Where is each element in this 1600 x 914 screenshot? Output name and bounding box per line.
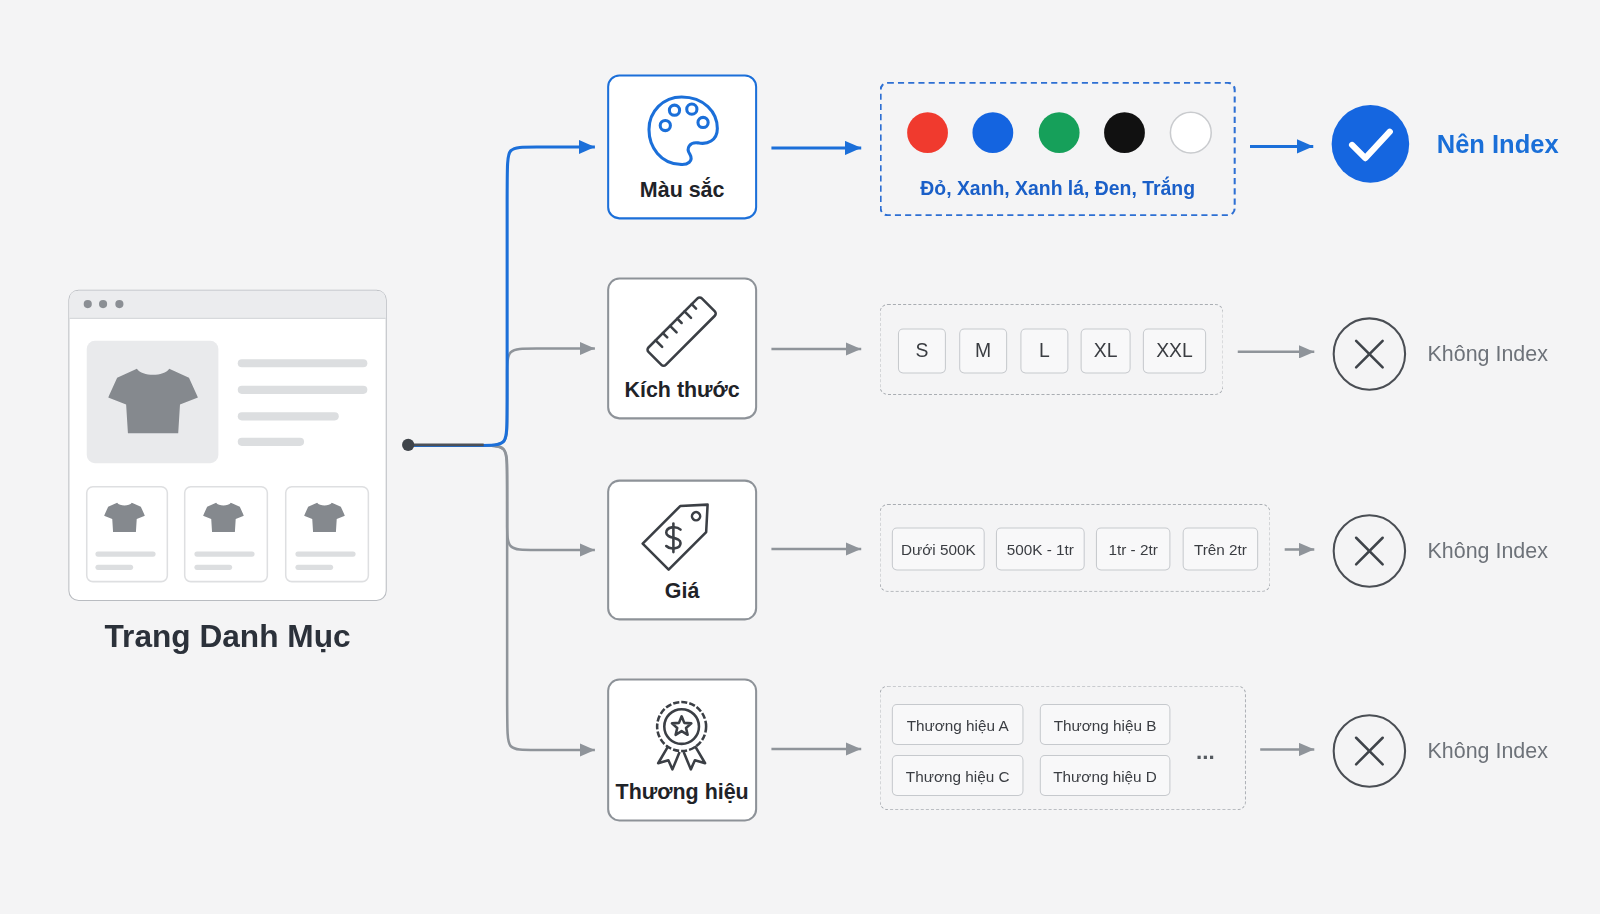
option-pill: Thương hiệu C	[892, 755, 1024, 796]
node-label: L	[1039, 340, 1050, 362]
trunk-line	[408, 444, 484, 447]
option-pill: Thương hiệu A	[892, 704, 1024, 745]
node-label: S	[915, 340, 928, 362]
node-label: XXL	[1156, 340, 1193, 362]
palette-icon	[649, 97, 717, 165]
node-label: Không Index	[1428, 539, 1548, 563]
node-label: 500K - 1tr	[1007, 540, 1074, 557]
flow-arrow	[408, 445, 595, 550]
option-pill: S	[898, 329, 946, 374]
node-label: Nên Index	[1437, 129, 1559, 159]
flow-arrow	[771, 548, 861, 551]
index-no-circle: Không Index	[1333, 317, 1406, 390]
option-pill: L	[1020, 329, 1068, 374]
node-label: Trên 2tr	[1194, 540, 1247, 557]
browser-illustration	[69, 291, 385, 582]
node-label: Không Index	[1428, 342, 1548, 366]
node-label: Đỏ, Xanh, Xanh lá, Đen, Trắng	[920, 178, 1195, 200]
category-box: Giá	[607, 480, 757, 621]
flow-arrow	[1260, 748, 1314, 751]
badge-icon	[657, 702, 706, 769]
flow-arrow	[1238, 351, 1315, 354]
flow-arrow	[771, 748, 861, 751]
option-group: Dưới 500K 500K - 1tr 1tr - 2tr Trên 2tr	[880, 504, 1271, 592]
option-pill: 500K - 1tr	[996, 528, 1085, 571]
option-group: S M L XL XXL	[880, 304, 1224, 395]
option-pill: XXL	[1143, 329, 1206, 374]
page-window: Trang Danh Mục	[68, 290, 386, 601]
node-label: Thương hiệu A	[907, 716, 1009, 733]
junction-dot	[402, 439, 414, 451]
node-label: 1tr - 2tr	[1108, 540, 1157, 557]
node-label: M	[975, 340, 991, 362]
price-tag-icon	[643, 492, 721, 570]
option-group: Thương hiệu A Thương hiệu B Thương hiệu C T…	[880, 686, 1246, 810]
node-label: Không Index	[1428, 739, 1548, 763]
node-label: Giá	[665, 579, 700, 603]
flow-arrow	[408, 147, 595, 445]
category-box: Màu sắc	[607, 74, 757, 219]
index-no-circle: Không Index	[1333, 714, 1406, 787]
color-swatches	[907, 112, 1211, 153]
check-symbol	[1352, 132, 1390, 159]
node-label: Thương hiệu D	[1053, 767, 1157, 784]
index-no-circle: Không Index	[1333, 514, 1406, 587]
node-label: Thương hiệu B	[1054, 716, 1157, 733]
node-label: Trang Danh Mục	[29, 618, 427, 655]
flow-arrow	[1285, 548, 1315, 551]
ruler-icon	[646, 296, 717, 367]
cross-symbols	[1356, 341, 1383, 764]
flow-arrow	[408, 348, 595, 445]
flow-arrow	[408, 445, 595, 750]
option-pill: Thương hiệu D	[1040, 755, 1171, 796]
option-pill: 1tr - 2tr	[1096, 528, 1170, 571]
flow-arrow	[771, 146, 861, 149]
index-yes-circle: Nên Index	[1332, 105, 1410, 183]
node-label: Kích thước	[624, 378, 739, 402]
category-box: Thương hiệu	[607, 679, 757, 822]
flow-arrow	[771, 348, 861, 351]
option-pill: M	[959, 329, 1007, 374]
option-group: Đỏ, Xanh, Xanh lá, Đen, Trắng	[880, 82, 1236, 217]
node-label: Thương hiệu	[616, 780, 749, 804]
ellipsis-label: ...	[1196, 739, 1215, 766]
node-label: Màu sắc	[640, 178, 725, 202]
option-pill: Thương hiệu B	[1040, 704, 1171, 745]
flow-arrow	[1250, 145, 1313, 148]
option-pill: Dưới 500K	[892, 528, 985, 571]
node-label: Dưới 500K	[901, 540, 976, 557]
option-pill: XL	[1081, 329, 1131, 374]
node-label: Thương hiệu C	[906, 767, 1010, 784]
node-label: XL	[1094, 340, 1118, 362]
category-box: Kích thước	[607, 278, 757, 420]
option-pill: Trên 2tr	[1183, 528, 1259, 571]
